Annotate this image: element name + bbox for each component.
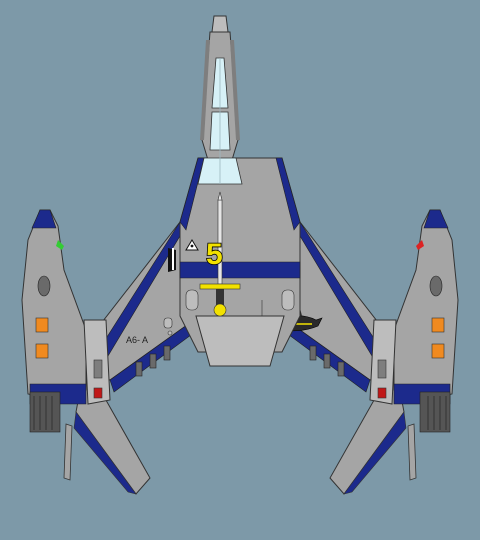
right-nav-light	[416, 240, 424, 250]
central-fuselage	[179, 157, 301, 367]
left-inner-fairing	[83, 319, 111, 405]
svg-text:A6- A: A6- A	[126, 335, 148, 345]
left-nav-light	[56, 240, 64, 250]
left-rear-leg	[63, 379, 151, 495]
warning-triangle-icon	[185, 239, 199, 251]
canopy	[197, 57, 243, 185]
svg-text:5: 5	[206, 238, 223, 271]
underwing-guns	[135, 345, 345, 377]
right-inner-fairing	[369, 319, 397, 405]
unit-number: 5	[205, 237, 223, 272]
right-rear-leg	[329, 379, 417, 495]
hull-code-label: A6- A	[126, 335, 148, 345]
left-engine-pod	[21, 209, 87, 433]
sword-insignia-icon	[199, 191, 241, 317]
right-engine-pod	[393, 209, 459, 433]
